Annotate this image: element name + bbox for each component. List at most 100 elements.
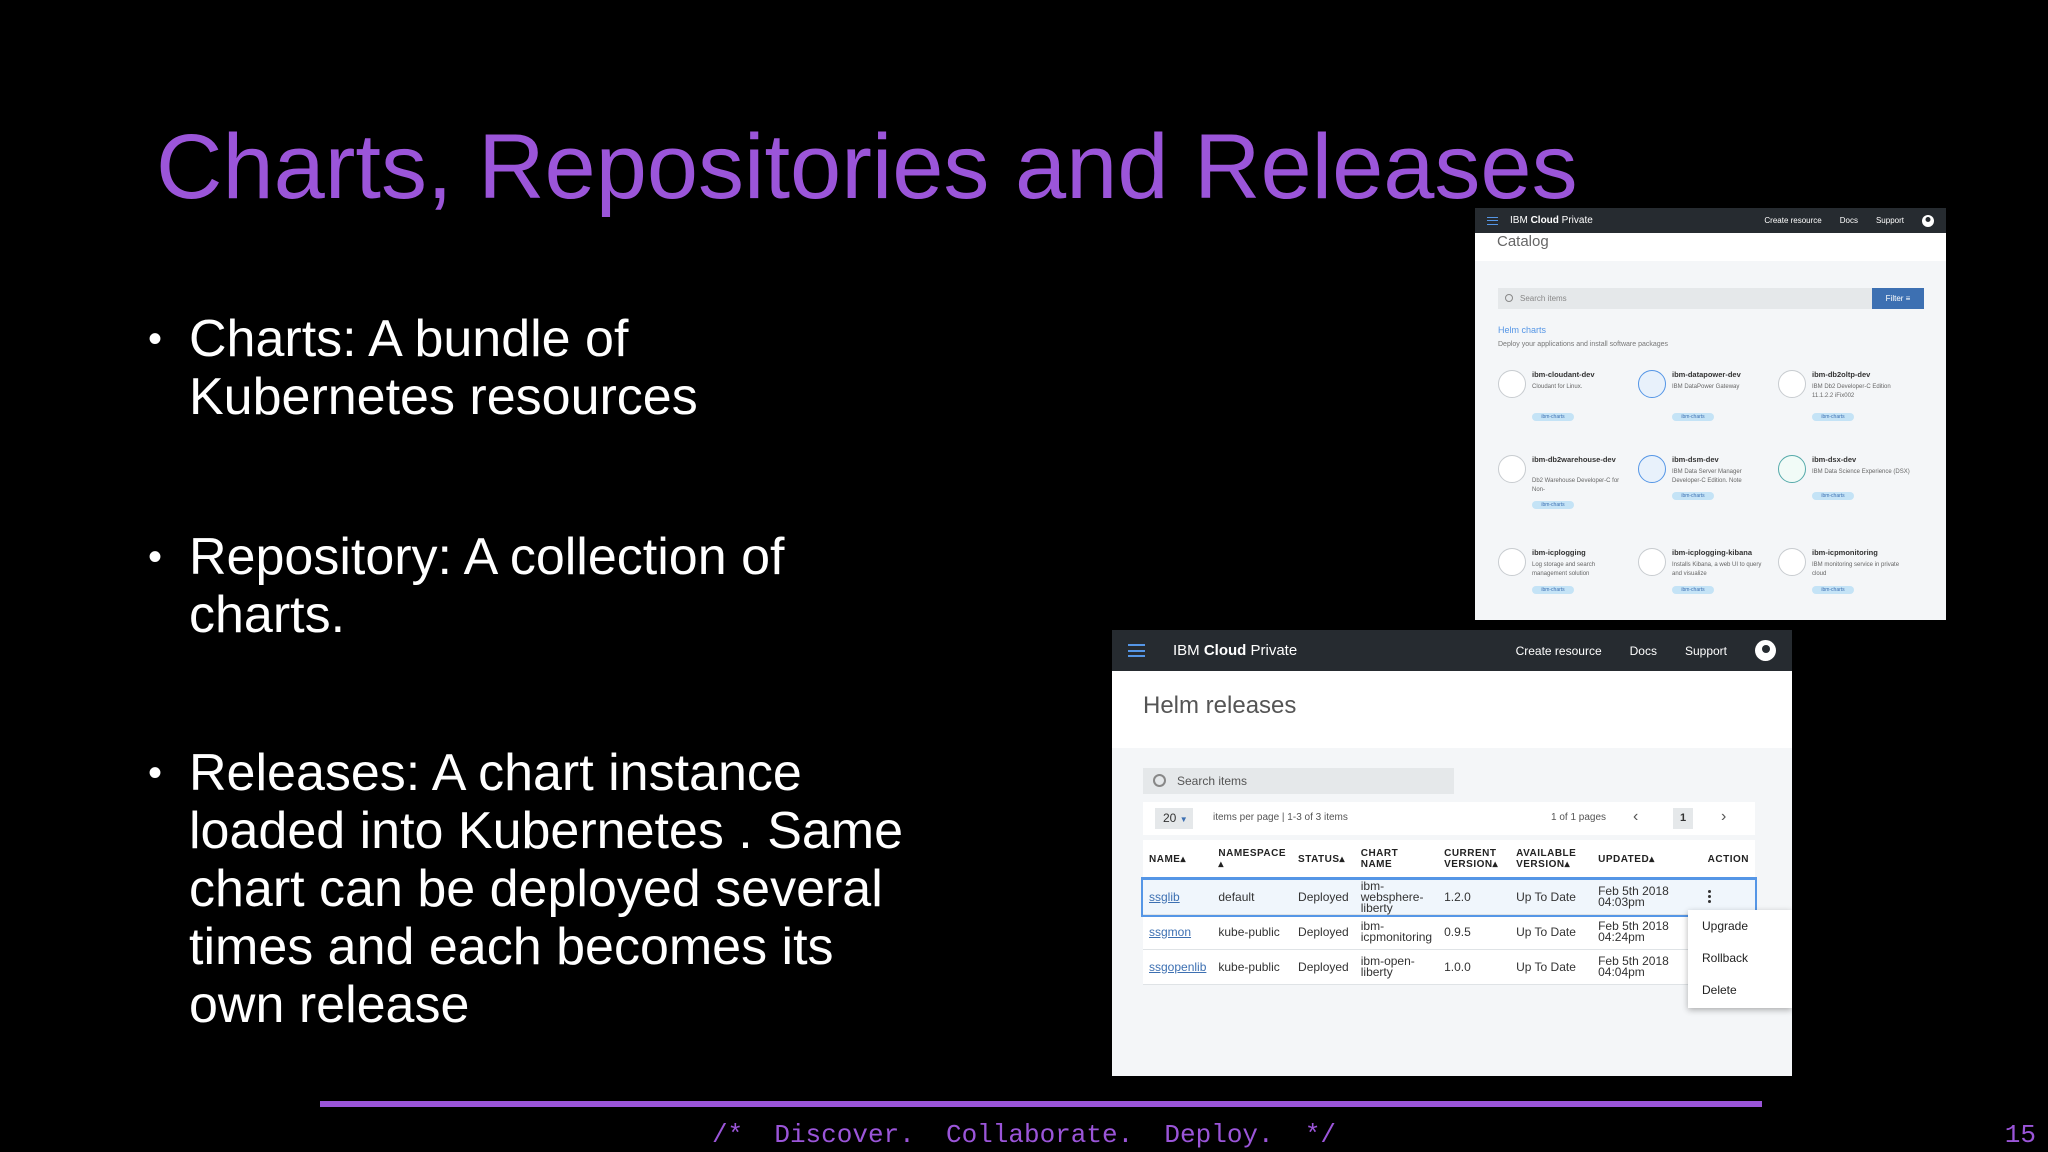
nav-docs[interactable]: Docs: [1629, 643, 1657, 658]
column-header[interactable]: NAME▴: [1143, 840, 1213, 880]
search-input[interactable]: Search items: [1498, 288, 1872, 309]
page-of-label: 1 of 1 pages: [1551, 812, 1607, 823]
chart-name: ibm-dsm-dev: [1672, 455, 1719, 464]
chart-tile[interactable]: ibm-icplogging-kibana Installs Kibana, a…: [1638, 548, 1778, 620]
chart-icon: [1498, 455, 1526, 483]
chart-description: IBM monitoring service in private cloud: [1812, 562, 1900, 577]
chart-description: IBM DataPower Gateway: [1672, 384, 1740, 390]
action-cell: [1701, 879, 1755, 915]
chevron-down-icon: ▼: [1179, 815, 1188, 824]
page-number: 15: [2004, 1120, 2036, 1150]
namespace-cell: kube-public: [1212, 914, 1293, 950]
hamburger-menu-icon[interactable]: [1487, 216, 1498, 225]
action-menu: Upgrade Rollback Delete: [1688, 910, 1792, 1008]
menu-item-delete[interactable]: Delete: [1702, 983, 1737, 997]
menu-item-upgrade[interactable]: Upgrade: [1702, 919, 1749, 933]
search-icon: [1505, 294, 1513, 302]
chart-tile[interactable]: ibm-db2oltp-dev IBM Db2 Developer-C Edit…: [1778, 370, 1918, 450]
catalog-screenshot: IBM Cloud Private Create resource Docs S…: [1475, 208, 1946, 620]
chart-description: Installs Kibana, a web UI to query and v…: [1672, 562, 1762, 577]
user-avatar-icon[interactable]: [1922, 214, 1934, 227]
table-row[interactable]: ssgmon kube-public Deployed ibm-icpmonit…: [1143, 914, 1755, 950]
chevron-right-icon[interactable]: ›: [1721, 808, 1727, 825]
updated-cell: Feb 5th 2018 04:24pm: [1592, 914, 1702, 950]
chart-tile[interactable]: ibm-icplogging Log storage and search ma…: [1498, 548, 1638, 620]
table-row[interactable]: ssgopenlib kube-public Deployed ibm-open…: [1143, 949, 1755, 985]
nav-docs[interactable]: Docs: [1839, 216, 1858, 225]
chart-cell: ibm-open-liberty: [1354, 949, 1439, 985]
chart-icon: [1498, 370, 1526, 398]
column-header[interactable]: AVAILABLE VERSION▴: [1510, 840, 1593, 880]
nav-support[interactable]: Support: [1684, 643, 1727, 658]
chart-tile[interactable]: ibm-db2warehouse-dev Db2 Warehouse Devel…: [1498, 455, 1638, 535]
chart-description: IBM Data Science Experience (DSX): [1812, 469, 1910, 475]
release-link[interactable]: ssgopenlib: [1149, 959, 1207, 974]
search-input[interactable]: Search items: [1143, 768, 1454, 794]
menu-item-rollback[interactable]: Rollback: [1702, 951, 1749, 965]
bullet-line: loaded into Kubernetes . Same: [189, 802, 904, 860]
footer-divider: [320, 1101, 1762, 1107]
chart-cell: ibm-icpmonitoring: [1354, 914, 1439, 950]
release-link[interactable]: ssgmon: [1149, 924, 1192, 939]
updated-cell: Feb 5th 2018 04:03pm: [1592, 879, 1702, 915]
chart-tile[interactable]: ibm-dsm-dev IBM Data Server Manager Deve…: [1638, 455, 1778, 535]
releases-table: NAME▴ NAMESPACE▴ STATUS▴ CHART NAME CURR…: [1141, 840, 1757, 985]
status-cell: Deployed: [1292, 949, 1355, 985]
chart-icon: [1638, 548, 1666, 576]
column-header[interactable]: CURRENT VERSION▴: [1438, 840, 1511, 880]
pagination-bar: 20 ▼ items per page | 1-3 of 3 items 1 o…: [1143, 802, 1755, 835]
chart-name: ibm-icpmonitoring: [1812, 548, 1878, 557]
nav-create-resource[interactable]: Create resource: [1764, 216, 1822, 225]
chart-icon: [1638, 455, 1666, 483]
chart-description: IBM Data Server Manager Developer-C Edit…: [1672, 469, 1742, 484]
chart-name: ibm-datapower-dev: [1672, 370, 1741, 379]
nav-support[interactable]: Support: [1875, 216, 1904, 225]
chart-description: Log storage and search management soluti…: [1532, 562, 1596, 577]
section-title: Helm charts: [1498, 325, 1547, 335]
nav-create-resource[interactable]: Create resource: [1515, 643, 1602, 658]
overflow-menu-icon[interactable]: [1707, 888, 1712, 905]
chart-tile[interactable]: ibm-dsx-dev IBM Data Science Experience …: [1778, 455, 1918, 535]
brand-logo: IBM Cloud Private: [1510, 215, 1593, 226]
status-cell: Deployed: [1292, 879, 1355, 915]
section-subtitle: Deploy your applications and install sof…: [1498, 341, 1669, 348]
chart-icon: [1498, 548, 1526, 576]
chart-tile[interactable]: ibm-datapower-dev IBM DataPower Gateway …: [1638, 370, 1778, 450]
chart-tile[interactable]: ibm-cloudant-dev Cloudant for Linux. ibm…: [1498, 370, 1638, 450]
column-header[interactable]: UPDATED▴: [1592, 840, 1702, 880]
items-per-page-label: items per page | 1-3 of 3 items: [1213, 812, 1348, 823]
chart-name: ibm-db2warehouse-dev: [1532, 455, 1616, 464]
column-header[interactable]: NAMESPACE▴: [1212, 840, 1293, 880]
available-cell: Up To Date: [1510, 914, 1593, 950]
current-page[interactable]: 1: [1673, 808, 1693, 829]
bullet-line: chart can be deployed several: [189, 860, 883, 918]
chart-name: ibm-icplogging-kibana: [1672, 548, 1752, 557]
user-avatar-icon[interactable]: [1755, 640, 1776, 661]
version-cell: 1.0.0: [1438, 949, 1511, 985]
chart-tile[interactable]: ibm-icpmonitoring IBM monitoring service…: [1778, 548, 1918, 620]
bullet-releases: Releases: A chart instance loaded into K…: [148, 744, 903, 1034]
brand-logo: IBM Cloud Private: [1173, 642, 1298, 659]
chart-icon: [1778, 370, 1806, 398]
per-page-select[interactable]: 20 ▼: [1155, 808, 1193, 829]
slide-title: Charts, Repositories and Releases: [156, 116, 1578, 218]
chevron-left-icon[interactable]: ‹: [1633, 808, 1639, 825]
chart-icon: [1638, 370, 1666, 398]
filter-button[interactable]: Filter ≡: [1872, 288, 1924, 309]
page-title: Catalog: [1475, 233, 1946, 261]
footer-tagline: /* Discover. Collaborate. Deploy. */: [711, 1120, 1337, 1150]
hamburger-menu-icon[interactable]: [1128, 644, 1145, 657]
chart-name: ibm-cloudant-dev: [1532, 370, 1595, 379]
bullet-charts: Charts: A bundle of Kubernetes resources: [148, 310, 698, 426]
namespace-cell: kube-public: [1212, 949, 1293, 985]
chart-description: Db2 Warehouse Developer-C for Non-: [1532, 478, 1620, 493]
chart-icon: [1778, 455, 1806, 483]
release-link[interactable]: ssglib: [1149, 889, 1180, 904]
bullet-line: Releases: A chart instance: [189, 744, 802, 802]
page-title: Helm releases: [1112, 671, 1792, 748]
chart-tag: ibm-charts: [1532, 586, 1574, 594]
column-header[interactable]: STATUS▴: [1292, 840, 1355, 880]
table-row[interactable]: ssglib default Deployed ibm-websphere-li…: [1141, 877, 1757, 917]
chart-tag: ibm-charts: [1672, 492, 1714, 500]
column-header[interactable]: CHART NAME: [1354, 840, 1439, 880]
